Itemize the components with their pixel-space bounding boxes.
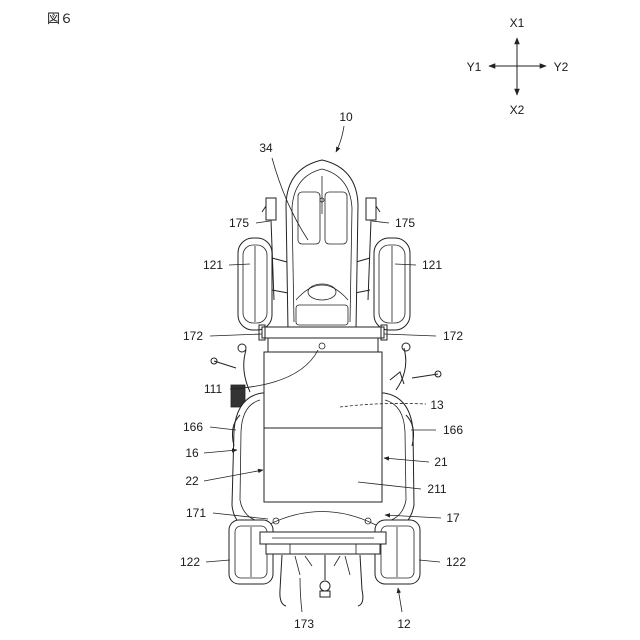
ref-34: 34 [259,141,273,155]
front-seat [286,160,358,330]
rear-frame [260,532,386,554]
lever-right [390,343,441,390]
direction-compass: X1 X2 Y1 Y2 [467,16,569,117]
compass-y1: Y1 [467,60,482,74]
leader-121-left [229,264,250,265]
ref-171: 171 [186,506,206,520]
ref-122-right: 122 [446,555,466,569]
ref-172-left: 172 [183,329,203,343]
front-wheel-right [374,238,410,330]
ref-12: 12 [397,617,411,631]
leader-172-left [210,334,262,336]
ref-122-left: 122 [180,555,200,569]
hitch-assembly [280,555,363,606]
ref-166-left: 166 [183,420,203,434]
ref-173: 173 [294,617,314,631]
leader-10 [336,126,344,152]
ref-111: 111 [204,382,223,396]
ref-16: 16 [185,446,199,460]
figure-label: 図６ [47,12,73,27]
leader-173 [300,578,302,612]
ref-211: 211 [427,482,446,496]
ref-121-left: 121 [203,258,223,272]
leader-166-left [210,427,236,430]
compass-y2: Y2 [554,60,569,74]
ref-121-right: 121 [422,258,442,272]
leader-12 [398,588,402,612]
leader-121-right [395,264,416,265]
ref-13: 13 [430,398,444,412]
leader-175-left [256,221,270,223]
leader-122-left [206,560,230,562]
leader-122-right [419,560,440,562]
ref-10: 10 [339,110,353,124]
rear-wheel-right [375,520,420,584]
lever-left [211,344,250,407]
ref-172-right: 172 [443,329,463,343]
compass-x2: X2 [510,103,525,117]
leader-16 [204,450,237,453]
ref-21: 21 [434,455,448,469]
front-arm-right [355,198,380,300]
front-arm-left [262,198,288,300]
panel [264,352,382,502]
ref-175-left: 175 [229,216,249,230]
front-cross-frame [259,325,387,354]
ref-166-right: 166 [443,423,463,437]
ref-22: 22 [185,474,199,488]
leader-175-right [372,221,389,223]
ref-175-right: 175 [395,216,415,230]
compass-x1: X1 [510,16,525,30]
front-wheel-left [238,238,272,330]
leader-172-right [384,334,436,336]
ref-17: 17 [446,511,460,525]
